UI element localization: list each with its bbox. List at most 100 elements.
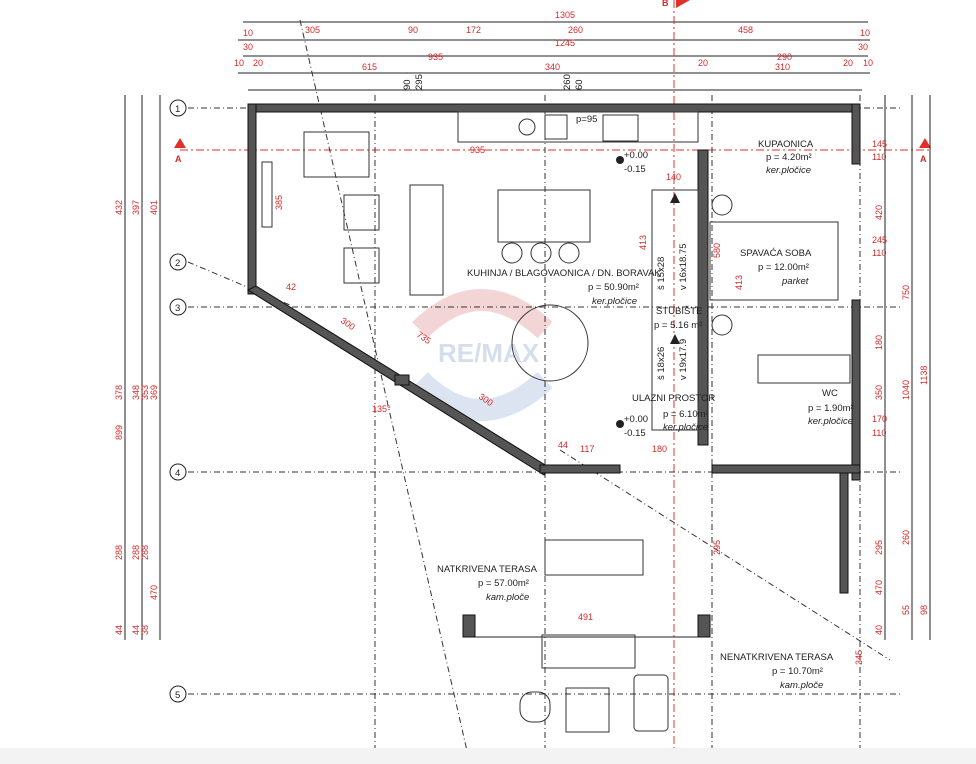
remax-watermark: RE/MAX [412, 289, 553, 421]
section-marker-a: A [175, 154, 182, 164]
svg-text:p=95: p=95 [576, 114, 597, 125]
room-open-terrace: NENATKRIVENA TERASA p = 10.70m² kam.ploč… [720, 652, 834, 691]
svg-text:295: 295 [414, 74, 425, 90]
section-marker-a-right: A [920, 154, 927, 164]
svg-text:20: 20 [843, 58, 853, 68]
svg-text:300: 300 [339, 315, 357, 332]
svg-text:p = 4.20m²: p = 4.20m² [766, 152, 812, 163]
svg-text:KUHINJA / BLAGOVAONICA / DN. B: KUHINJA / BLAGOVAONICA / DN. BORAVAK [467, 268, 661, 279]
svg-text:p = 6.10m²: p = 6.10m² [663, 409, 709, 420]
svg-text:260: 260 [568, 25, 583, 35]
svg-text:350: 350 [874, 385, 884, 400]
svg-text:397: 397 [131, 200, 141, 215]
svg-text:385: 385 [274, 195, 284, 210]
svg-text:20: 20 [698, 58, 708, 68]
svg-text:110: 110 [872, 428, 886, 438]
svg-text:NENATKRIVENA TERASA: NENATKRIVENA TERASA [720, 652, 834, 663]
svg-text:š 18x26: š 18x26 [656, 347, 667, 380]
svg-text:v 16x18.75: v 16x18.75 [678, 244, 689, 290]
svg-text:345: 345 [854, 650, 864, 665]
svg-text:432: 432 [114, 200, 124, 215]
svg-text:5: 5 [175, 690, 180, 701]
svg-text:30: 30 [858, 42, 868, 52]
svg-text:180: 180 [874, 335, 884, 350]
interior-dimensions: 935 p=95 140 413 580 413 300 735 300 135… [274, 114, 864, 665]
svg-text:117: 117 [580, 444, 594, 454]
svg-text:kam.ploče: kam.ploče [780, 680, 823, 691]
room-wc: WC p = 1.90m² ker.pločice [808, 388, 854, 427]
svg-text:260: 260 [901, 530, 911, 545]
room-bedroom: SPAVAĆA SOBA p = 12.00m² parket [740, 248, 812, 287]
svg-text:288: 288 [140, 545, 150, 560]
svg-text:288: 288 [131, 545, 141, 560]
svg-text:44: 44 [131, 625, 141, 635]
svg-text:353: 353 [140, 385, 150, 400]
svg-text:750: 750 [901, 285, 911, 300]
svg-text:40: 40 [874, 625, 884, 635]
svg-text:ker.pločice: ker.pločice [663, 422, 708, 433]
svg-text:413: 413 [734, 275, 744, 290]
svg-text:42: 42 [286, 282, 296, 292]
svg-text:10: 10 [243, 28, 253, 38]
svg-text:10: 10 [860, 28, 870, 38]
svg-text:172: 172 [466, 25, 481, 35]
svg-text:378: 378 [114, 385, 124, 400]
svg-text:44: 44 [114, 625, 124, 635]
svg-text:145: 145 [872, 139, 887, 149]
svg-text:NATKRIVENA TERASA: NATKRIVENA TERASA [437, 564, 538, 575]
svg-text:ker.pločice: ker.pločice [766, 165, 811, 176]
svg-text:90: 90 [408, 25, 418, 35]
svg-text:245: 245 [872, 235, 887, 245]
svg-text:1: 1 [175, 104, 180, 115]
right-dimensions: 145 110 420 245 110 750 180 350 170 110 … [872, 95, 931, 640]
svg-text:260: 260 [562, 74, 573, 90]
svg-text:110: 110 [872, 248, 886, 258]
svg-text:WC: WC [822, 388, 838, 399]
svg-text:1245: 1245 [555, 38, 575, 48]
svg-text:295: 295 [874, 540, 884, 555]
svg-text:90: 90 [402, 79, 413, 90]
room-entrance: ULAZNI PROSTOR p = 6.10m² ker.pločice [632, 393, 715, 433]
svg-text:935: 935 [428, 52, 443, 62]
room-covered-terrace: NATKRIVENA TERASA p = 57.00m² kam.ploče [437, 564, 538, 603]
svg-text:-0.15: -0.15 [624, 428, 646, 439]
svg-text:-0.15: -0.15 [624, 164, 646, 175]
svg-text:RE/MAX: RE/MAX [438, 338, 540, 368]
svg-text:STUBIŠTE: STUBIŠTE [656, 306, 702, 317]
room-labels: KUHINJA / BLAGOVAONICA / DN. BORAVAK p =… [437, 139, 854, 691]
svg-text:170: 170 [872, 414, 887, 424]
room-bathroom: KUPAONICA p = 4.20m² ker.pločice [758, 139, 814, 176]
furniture [261, 111, 851, 733]
svg-text:10: 10 [863, 58, 873, 68]
svg-text:+0.00: +0.00 [624, 414, 648, 425]
bottom-strip [0, 748, 976, 764]
svg-text:SPAVAĆA SOBA: SPAVAĆA SOBA [740, 248, 812, 259]
svg-text:110: 110 [872, 152, 886, 162]
svg-text:44: 44 [558, 440, 568, 450]
svg-text:290: 290 [777, 52, 792, 62]
svg-text:491: 491 [578, 612, 593, 622]
svg-text:1138: 1138 [919, 366, 929, 385]
section-marker-b: B [662, 0, 669, 8]
svg-text:1305: 1305 [555, 10, 575, 20]
grid-axes: 1 2 3 4 5 [169, 19, 900, 764]
svg-text:p = 57.00m²: p = 57.00m² [478, 578, 529, 589]
svg-text:ker.pločice: ker.pločice [592, 296, 637, 307]
svg-text:2: 2 [175, 258, 180, 269]
svg-text:458: 458 [738, 25, 753, 35]
svg-text:295: 295 [712, 540, 722, 555]
svg-text:470: 470 [874, 580, 884, 595]
svg-text:60: 60 [574, 79, 585, 90]
walls [246, 103, 861, 638]
svg-text:55: 55 [901, 605, 911, 615]
svg-text:4: 4 [175, 468, 180, 479]
svg-text:413: 413 [638, 235, 648, 250]
svg-text:30: 30 [243, 42, 253, 52]
svg-text:180: 180 [652, 444, 667, 454]
svg-text:p = 10.70m²: p = 10.70m² [772, 666, 823, 677]
svg-text:401: 401 [149, 200, 159, 215]
svg-text:420: 420 [874, 205, 884, 220]
svg-text:v 19x17.9: v 19x17.9 [678, 339, 689, 380]
angle-135: 135° [372, 404, 391, 414]
